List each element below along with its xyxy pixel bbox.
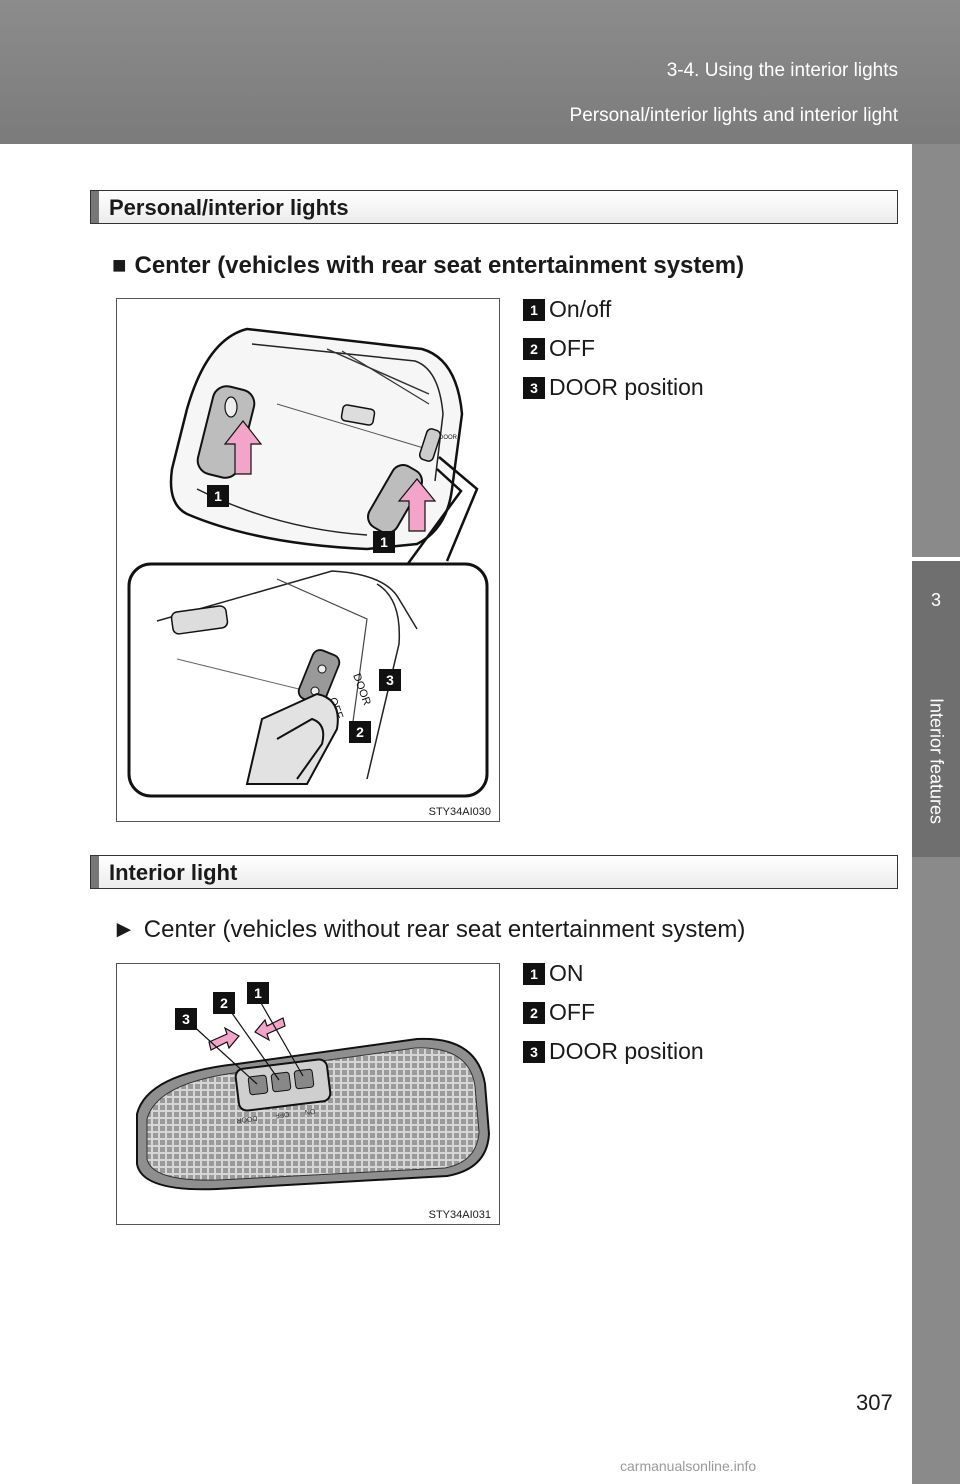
triangle-bullet-icon: ► <box>112 916 136 943</box>
callout-1-right: 1 <box>373 531 395 553</box>
legend-label: OFF <box>549 335 595 361</box>
chapter-number: 3 <box>930 590 941 610</box>
chapter-label: Interior features <box>926 697 947 825</box>
watermark[interactable]: carmanualsonline.info <box>620 1458 757 1474</box>
subsection-title: Personal/interior lights and interior li… <box>569 105 898 126</box>
page-header: 3-4. Using the interior lights Personal/… <box>0 0 960 144</box>
callout-3: 3 <box>379 669 401 691</box>
number-badge: 3 <box>523 376 545 399</box>
slide-arrow-left <box>208 1026 240 1051</box>
legend-label: ON <box>549 960 584 986</box>
personal-light-illustration: DOOR 1 1 DOOR OFF 3 2 <box>127 327 489 798</box>
legend-label: DOOR position <box>549 374 704 400</box>
subheading-center-rse: ■ Center (vehicles with rear seat enterta… <box>112 252 744 280</box>
legend-label: DOOR position <box>549 1038 704 1064</box>
number-badge: 1 <box>523 962 545 985</box>
on-switch-label: ON <box>304 1107 315 1115</box>
door-mini-label: DOOR <box>439 435 458 441</box>
interior-light-illustration: DOOR OFF ON 1 2 3 <box>136 982 491 1191</box>
legend-label: On/off <box>549 296 612 322</box>
svg-text:1: 1 <box>254 985 262 1001</box>
figure-interior-light: DOOR OFF ON 1 2 3 STY34AI031 <box>116 963 500 1225</box>
side-tab-lower <box>912 857 960 1484</box>
heading-title: Personal/interior lights <box>109 195 349 220</box>
chapter-tab[interactable]: 3 Interior features <box>912 557 960 861</box>
svg-text:1: 1 <box>380 534 388 550</box>
svg-text:2: 2 <box>220 995 228 1011</box>
heading-stripe <box>91 191 99 223</box>
number-badge: 2 <box>523 1001 545 1024</box>
figure-code: STY34AI031 <box>428 1209 491 1221</box>
svg-text:3: 3 <box>386 672 394 688</box>
callout-3: 3 <box>175 1008 197 1030</box>
page-number: 307 <box>856 1390 893 1415</box>
number-badge: 1 <box>523 298 545 321</box>
svg-text:2: 2 <box>356 724 364 740</box>
push-arrow-right <box>397 478 437 532</box>
number-badge: 2 <box>523 337 545 360</box>
push-arrow-left <box>223 420 263 475</box>
callout-2: 2 <box>213 992 235 1014</box>
subheading-text: Center (vehicles without rear seat enter… <box>143 916 746 943</box>
section-heading-personal-lights: Personal/interior lights <box>90 190 898 224</box>
number-badge: 3 <box>523 1040 545 1063</box>
section-title: 3-4. Using the interior lights <box>666 60 898 81</box>
off-switch-label: OFF <box>275 1110 290 1119</box>
heading-title: Interior light <box>109 860 238 885</box>
legend-label: OFF <box>549 999 595 1025</box>
figure-code: STY34AI030 <box>428 806 491 818</box>
subheading-text: Center (vehicles with rear seat entertai… <box>134 252 745 279</box>
subheading-center-no-rse: ► Center (vehicles without rear seat ente… <box>112 916 745 944</box>
square-bullet-icon: ■ <box>112 252 127 279</box>
section-heading-interior-light: Interior light <box>90 855 898 889</box>
svg-text:1: 1 <box>214 488 222 504</box>
slide-arrow-right <box>254 1017 286 1042</box>
svg-text:3: 3 <box>182 1011 190 1027</box>
figure-personal-lights: DOOR 1 1 DOOR OFF 3 2 STY34AI030 <box>116 298 500 822</box>
callout-2: 2 <box>349 721 371 743</box>
door-switch-label: DOOR <box>236 1114 258 1124</box>
heading-stripe <box>91 856 99 888</box>
callout-1-left: 1 <box>207 485 229 507</box>
callout-1: 1 <box>247 982 269 1004</box>
side-tab-upper <box>912 144 960 557</box>
